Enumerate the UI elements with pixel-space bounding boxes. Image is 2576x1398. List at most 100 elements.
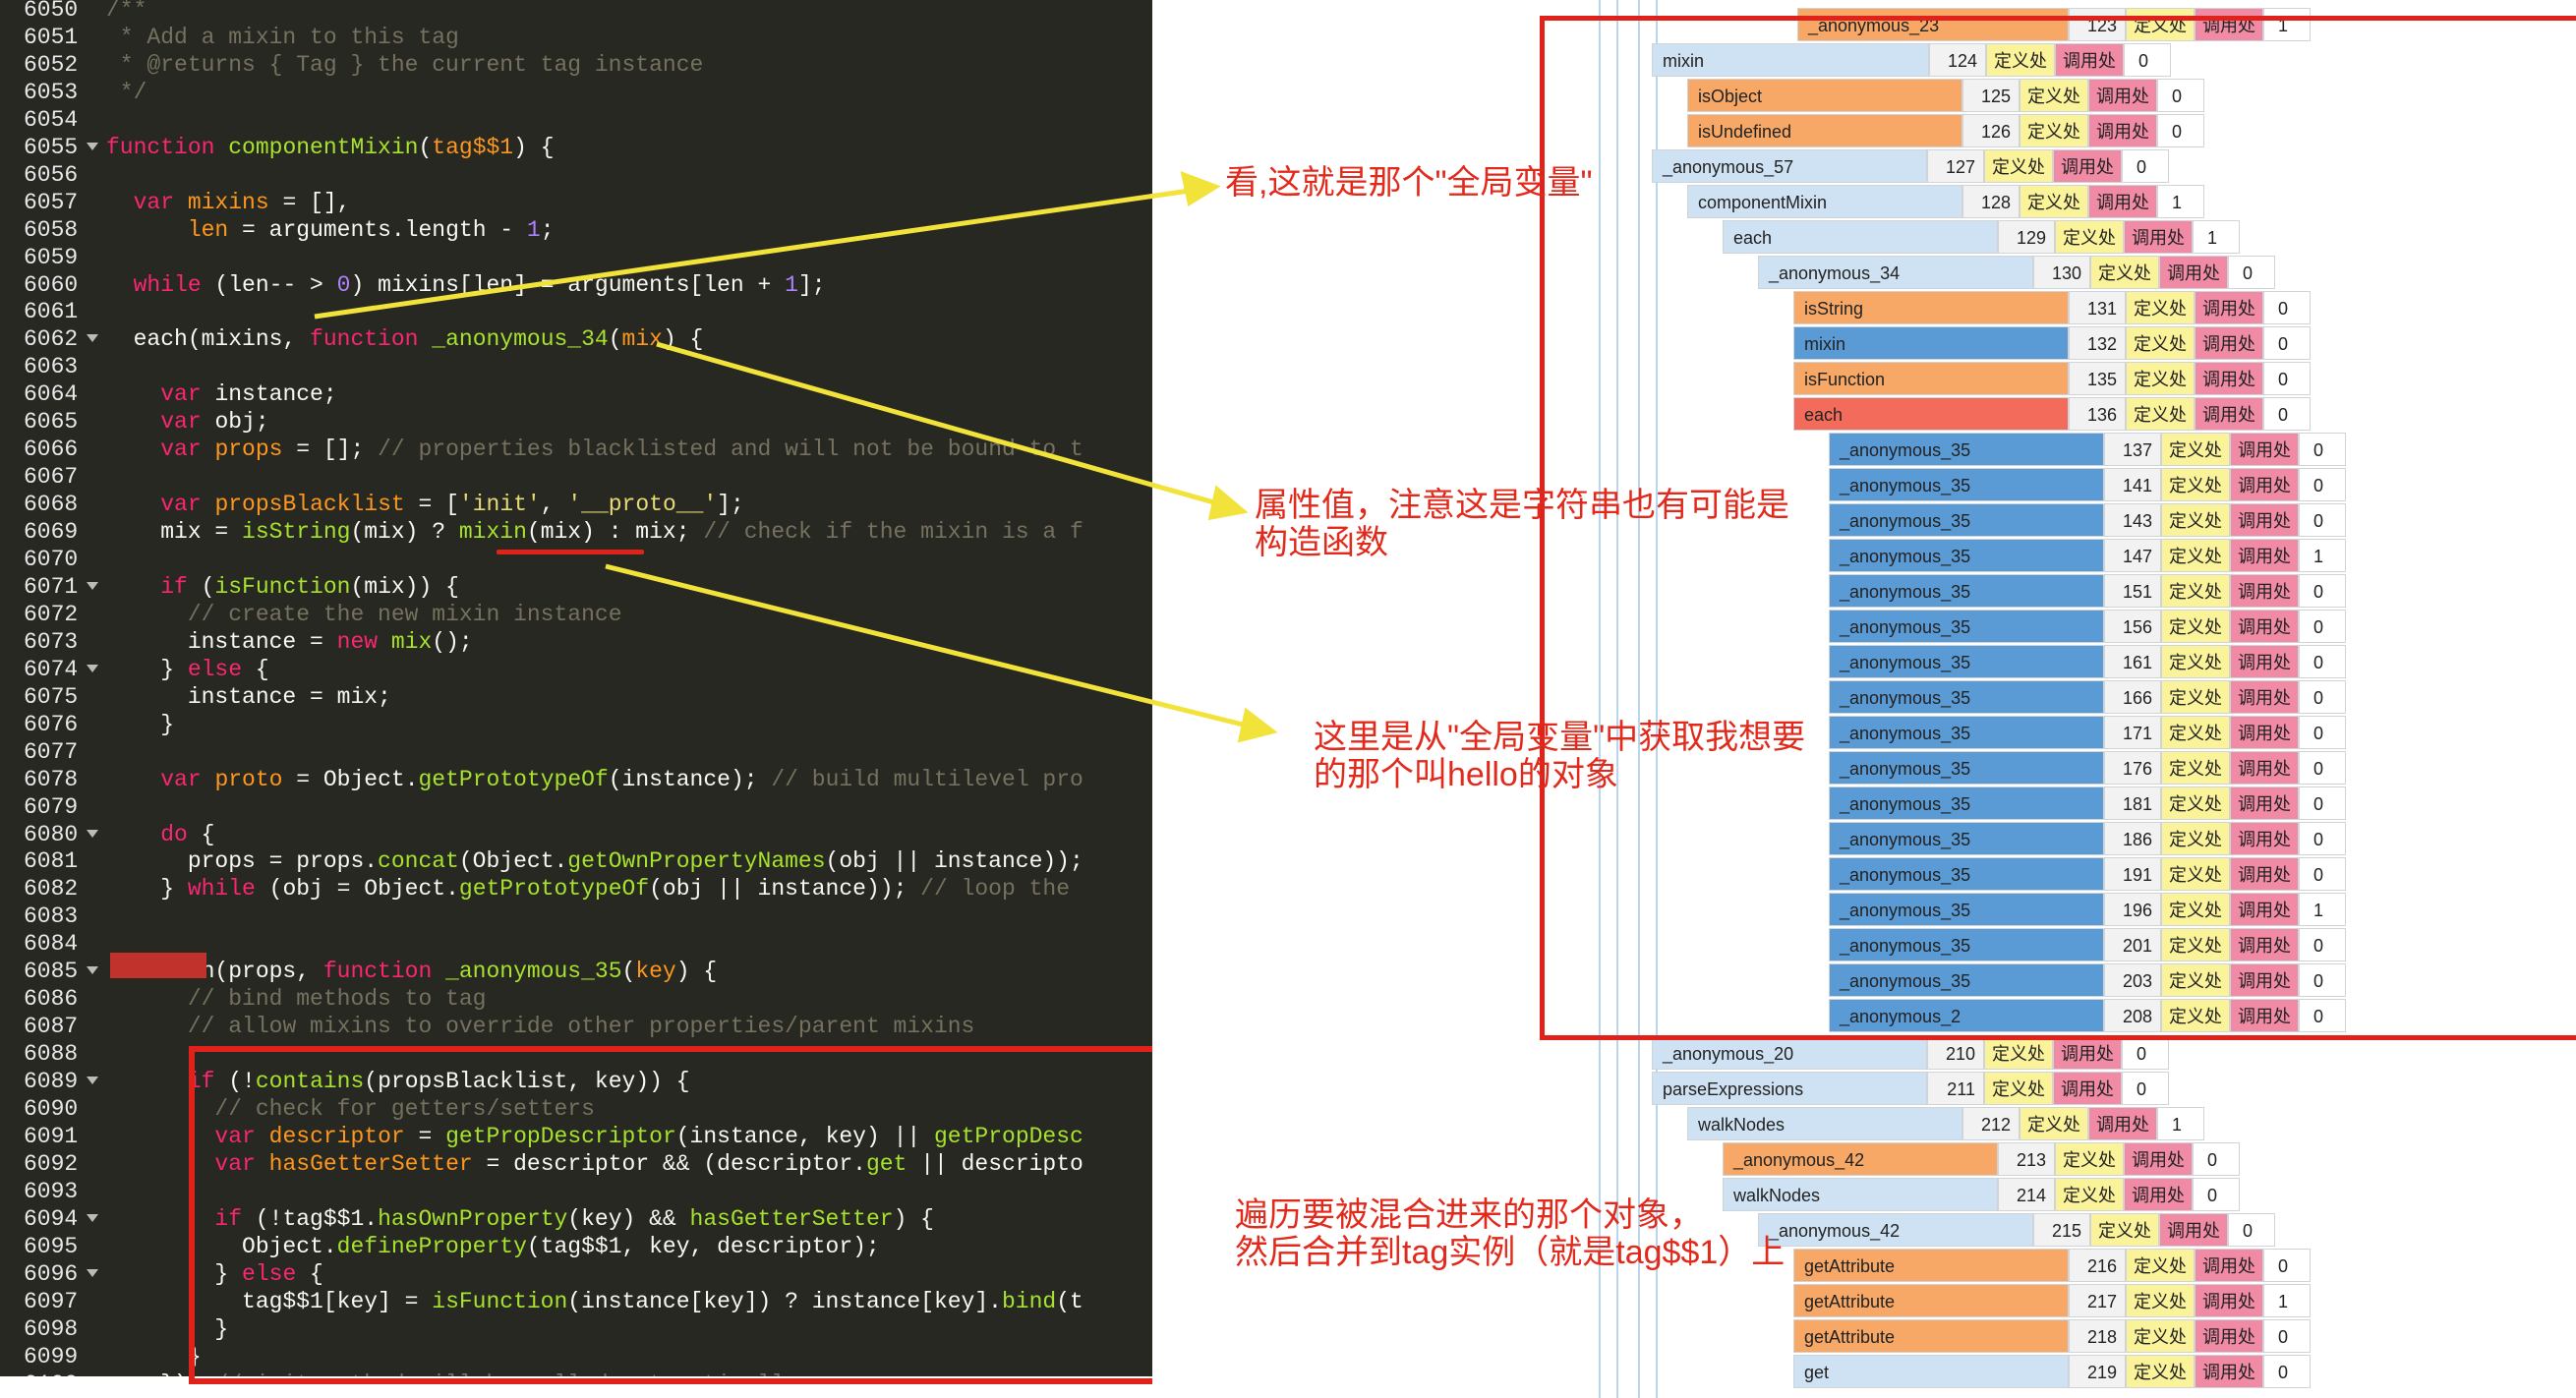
line-number[interactable]: 6057: [24, 189, 79, 215]
call-site-link[interactable]: 调用处: [2230, 999, 2299, 1032]
line-number[interactable]: 6092: [24, 1150, 79, 1177]
definition-link[interactable]: 定义处: [2161, 716, 2230, 749]
line-number[interactable]: 6056: [24, 161, 79, 188]
fold-arrow-icon[interactable]: [87, 966, 98, 975]
call-site-link[interactable]: 调用处: [2053, 1072, 2122, 1105]
call-site-link[interactable]: 调用处: [2230, 468, 2299, 501]
definition-link[interactable]: 定义处: [2090, 256, 2159, 289]
call-site-link[interactable]: 调用处: [2124, 220, 2193, 254]
line-number[interactable]: 6066: [24, 437, 79, 463]
definition-link[interactable]: 定义处: [2161, 786, 2230, 820]
line-number[interactable]: 6067: [24, 464, 79, 491]
definition-link[interactable]: 定义处: [2126, 397, 2195, 431]
definition-link[interactable]: 定义处: [2161, 645, 2230, 678]
call-site-link[interactable]: 调用处: [2053, 149, 2122, 183]
line-number[interactable]: 6077: [24, 738, 79, 765]
call-site-link[interactable]: 调用处: [2230, 503, 2299, 537]
definition-link[interactable]: 定义处: [2161, 893, 2230, 926]
definition-link[interactable]: 定义处: [2055, 1178, 2124, 1211]
line-number[interactable]: 6085: [24, 959, 79, 985]
definition-link[interactable]: 定义处: [2161, 539, 2230, 572]
call-site-link[interactable]: 调用处: [2195, 362, 2263, 395]
call-site-link[interactable]: 调用处: [2195, 1249, 2263, 1282]
definition-link[interactable]: 定义处: [2161, 963, 2230, 997]
definition-link[interactable]: 定义处: [2126, 1284, 2195, 1317]
call-site-link[interactable]: 调用处: [2230, 822, 2299, 855]
line-number[interactable]: 6097: [24, 1288, 79, 1314]
line-number[interactable]: 6062: [24, 326, 79, 353]
call-site-link[interactable]: 调用处: [2088, 1107, 2157, 1140]
definition-link[interactable]: 定义处: [2161, 928, 2230, 961]
call-site-link[interactable]: 调用处: [2230, 680, 2299, 714]
definition-link[interactable]: 定义处: [2126, 326, 2195, 360]
call-site-link[interactable]: 调用处: [2195, 8, 2263, 41]
line-number[interactable]: 6069: [24, 519, 79, 546]
call-site-link[interactable]: 调用处: [2195, 397, 2263, 431]
line-number[interactable]: 6080: [24, 821, 79, 847]
fold-arrow-icon[interactable]: [87, 1268, 98, 1277]
definition-link[interactable]: 定义处: [1984, 1036, 2053, 1070]
line-number[interactable]: 6075: [24, 683, 79, 710]
fold-arrow-icon[interactable]: [87, 664, 98, 672]
call-site-link[interactable]: 调用处: [2230, 751, 2299, 785]
definition-link[interactable]: 定义处: [2161, 503, 2230, 537]
call-site-link[interactable]: 调用处: [2195, 1284, 2263, 1317]
definition-link[interactable]: 定义处: [2126, 362, 2195, 395]
line-number[interactable]: 6063: [24, 354, 79, 380]
line-number[interactable]: 6093: [24, 1178, 79, 1204]
fold-arrow-icon[interactable]: [87, 334, 98, 343]
definition-link[interactable]: 定义处: [2161, 999, 2230, 1032]
fold-arrow-icon[interactable]: [87, 1213, 98, 1222]
line-number[interactable]: 6076: [24, 711, 79, 737]
line-number[interactable]: 6099: [24, 1343, 79, 1369]
call-site-link[interactable]: 调用处: [2053, 1036, 2122, 1070]
line-number[interactable]: 6100: [24, 1370, 83, 1377]
call-site-link[interactable]: 调用处: [2230, 574, 2299, 608]
definition-link[interactable]: 定义处: [1986, 43, 2055, 77]
call-site-link[interactable]: 调用处: [2195, 291, 2263, 324]
line-number[interactable]: 6096: [24, 1260, 79, 1287]
line-number[interactable]: 6052: [24, 51, 79, 78]
line-number[interactable]: 6087: [24, 1014, 79, 1040]
call-site-link[interactable]: 调用处: [2088, 79, 2157, 112]
definition-link[interactable]: 定义处: [2161, 574, 2230, 608]
line-number[interactable]: 6073: [24, 628, 79, 655]
line-number[interactable]: 6050: [24, 0, 79, 23]
call-site-link[interactable]: 调用处: [2230, 786, 2299, 820]
fold-arrow-icon[interactable]: [87, 1077, 98, 1085]
definition-link[interactable]: 定义处: [2161, 680, 2230, 714]
line-number[interactable]: 6051: [24, 24, 79, 50]
line-number[interactable]: 6088: [24, 1041, 79, 1068]
definition-link[interactable]: 定义处: [2126, 8, 2195, 41]
definition-link[interactable]: 定义处: [2126, 1355, 2195, 1388]
fold-arrow-icon[interactable]: [87, 581, 98, 590]
definition-link[interactable]: 定义处: [1984, 149, 2053, 183]
line-number[interactable]: 6089: [24, 1069, 79, 1095]
call-site-link[interactable]: 调用处: [2195, 1319, 2263, 1353]
definition-link[interactable]: 定义处: [2161, 610, 2230, 643]
definition-link[interactable]: 定义处: [2126, 291, 2195, 324]
line-number[interactable]: 6098: [24, 1315, 79, 1342]
line-number[interactable]: 6061: [24, 299, 79, 325]
call-site-link[interactable]: 调用处: [2230, 645, 2299, 678]
line-number[interactable]: 6059: [24, 244, 79, 270]
call-site-link[interactable]: 调用处: [2124, 1178, 2193, 1211]
definition-link[interactable]: 定义处: [2020, 1107, 2088, 1140]
call-site-link[interactable]: 调用处: [2230, 539, 2299, 572]
line-number[interactable]: 6070: [24, 547, 79, 572]
call-site-link[interactable]: 调用处: [2230, 716, 2299, 749]
line-number[interactable]: 6094: [24, 1205, 79, 1232]
call-site-link[interactable]: 调用处: [2195, 1355, 2263, 1388]
definition-link[interactable]: 定义处: [2020, 185, 2088, 218]
definition-link[interactable]: 定义处: [2161, 433, 2230, 466]
call-site-link[interactable]: 调用处: [2195, 326, 2263, 360]
call-site-link[interactable]: 调用处: [2088, 185, 2157, 218]
line-number[interactable]: 6083: [24, 903, 79, 930]
line-number[interactable]: 6055: [24, 134, 79, 160]
definition-link[interactable]: 定义处: [2090, 1213, 2159, 1247]
line-number[interactable]: 6065: [24, 409, 79, 436]
definition-link[interactable]: 定义处: [2020, 114, 2088, 147]
call-site-link[interactable]: 调用处: [2230, 433, 2299, 466]
call-site-link[interactable]: 调用处: [2230, 928, 2299, 961]
line-number[interactable]: 6058: [24, 216, 79, 243]
